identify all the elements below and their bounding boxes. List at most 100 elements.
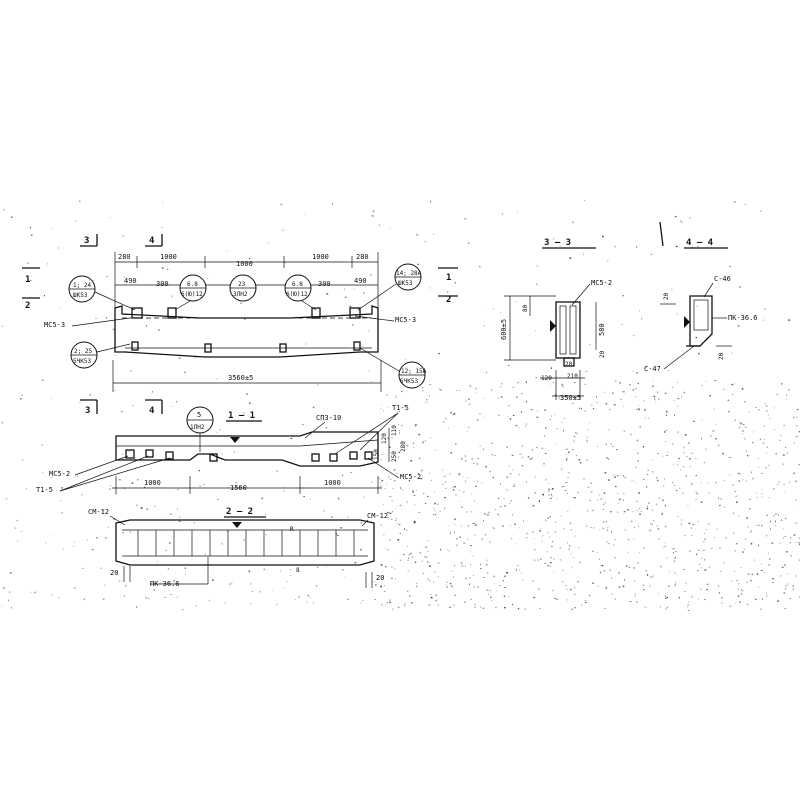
noise-speck bbox=[510, 473, 511, 474]
noise-speck bbox=[3, 587, 4, 589]
noise-speck bbox=[657, 392, 658, 393]
noise-speck bbox=[759, 525, 760, 526]
noise-speck bbox=[632, 480, 633, 481]
noise-speck bbox=[777, 600, 778, 602]
noise-speck bbox=[419, 512, 420, 513]
noise-speck bbox=[82, 494, 83, 495]
noise-speck bbox=[766, 453, 768, 454]
noise-speck bbox=[761, 570, 763, 571]
noise-speck bbox=[544, 435, 545, 437]
noise-speck bbox=[625, 530, 626, 531]
noise-speck bbox=[509, 465, 510, 466]
noise-speck bbox=[760, 438, 761, 440]
noise-speck bbox=[793, 417, 794, 419]
dim-80: 80 bbox=[522, 304, 529, 312]
noise-speck bbox=[437, 399, 438, 400]
noise-speck bbox=[704, 559, 705, 561]
noise-speck bbox=[42, 472, 43, 473]
noise-speck bbox=[662, 513, 663, 514]
noise-speck bbox=[614, 404, 616, 405]
noise-speck bbox=[674, 561, 675, 562]
noise-speck bbox=[550, 419, 551, 420]
noise-speck bbox=[544, 563, 546, 564]
noise-speck bbox=[413, 557, 414, 558]
noise-speck bbox=[706, 589, 708, 590]
noise-speck bbox=[416, 490, 417, 491]
noise-speck bbox=[566, 459, 567, 460]
noise-speck bbox=[106, 317, 107, 318]
noise-speck bbox=[690, 482, 691, 483]
noise-speck bbox=[399, 430, 400, 431]
noise-speck bbox=[350, 306, 352, 307]
noise-speck bbox=[317, 567, 318, 568]
noise-speck bbox=[435, 450, 436, 451]
noise-speck bbox=[646, 570, 647, 571]
noise-speck bbox=[739, 473, 741, 474]
noise-speck bbox=[553, 590, 554, 591]
noise-speck bbox=[773, 515, 774, 517]
noise-speck bbox=[491, 390, 492, 391]
noise-speck bbox=[575, 432, 576, 433]
noise-speck bbox=[502, 383, 503, 384]
noise-speck bbox=[381, 408, 382, 409]
noise-speck bbox=[386, 483, 387, 484]
noise-speck bbox=[465, 481, 466, 482]
noise-speck bbox=[185, 574, 186, 576]
noise-speck bbox=[395, 520, 396, 521]
noise-speck bbox=[389, 477, 390, 479]
noise-speck bbox=[613, 475, 614, 476]
noise-speck bbox=[738, 325, 740, 326]
noise-speck bbox=[537, 266, 539, 267]
noise-speck bbox=[724, 507, 725, 508]
noise-speck bbox=[290, 575, 291, 576]
noise-speck bbox=[704, 533, 705, 534]
noise-speck bbox=[744, 549, 745, 550]
noise-speck bbox=[541, 558, 542, 560]
noise-speck bbox=[164, 597, 166, 598]
noise-speck bbox=[382, 454, 383, 455]
noise-speck bbox=[656, 477, 657, 478]
svg-text:6(Ю)12: 6(Ю)12 bbox=[286, 291, 308, 298]
noise-speck bbox=[603, 504, 604, 506]
mark-r: R bbox=[290, 526, 294, 533]
noise-speck bbox=[650, 530, 651, 531]
noise-speck bbox=[584, 479, 585, 480]
noise-speck bbox=[766, 535, 767, 536]
noise-speck bbox=[450, 412, 452, 413]
noise-speck bbox=[579, 408, 580, 409]
noise-speck bbox=[11, 217, 13, 219]
noise-speck bbox=[474, 501, 475, 502]
noise-speck bbox=[768, 415, 769, 416]
noise-speck bbox=[574, 587, 575, 589]
noise-speck bbox=[683, 493, 684, 495]
noise-speck bbox=[473, 463, 474, 464]
noise-speck bbox=[742, 479, 743, 480]
noise-speck bbox=[553, 382, 554, 383]
noise-speck bbox=[445, 481, 446, 483]
noise-speck bbox=[403, 554, 404, 556]
noise-speck bbox=[427, 561, 428, 562]
noise-speck bbox=[79, 201, 80, 202]
noise-speck bbox=[514, 484, 515, 486]
noise-speck bbox=[739, 286, 740, 287]
noise-speck bbox=[729, 457, 731, 458]
noise-speck bbox=[442, 484, 444, 485]
noise-speck bbox=[471, 599, 472, 600]
noise-speck bbox=[251, 603, 252, 604]
noise-speck bbox=[606, 521, 607, 522]
noise-speck bbox=[746, 480, 747, 481]
noise-speck bbox=[782, 567, 784, 568]
noise-speck bbox=[749, 508, 750, 510]
noise-speck bbox=[473, 575, 474, 576]
noise-speck bbox=[504, 587, 506, 588]
noise-speck bbox=[714, 408, 715, 410]
noise-speck bbox=[268, 243, 269, 244]
noise-speck bbox=[498, 498, 499, 499]
noise-speck bbox=[672, 289, 673, 290]
noise-speck bbox=[572, 222, 573, 224]
noise-speck bbox=[553, 572, 554, 573]
noise-speck bbox=[652, 524, 653, 525]
noise-speck bbox=[475, 524, 476, 525]
noise-speck bbox=[654, 398, 655, 399]
noise-speck bbox=[429, 473, 430, 474]
